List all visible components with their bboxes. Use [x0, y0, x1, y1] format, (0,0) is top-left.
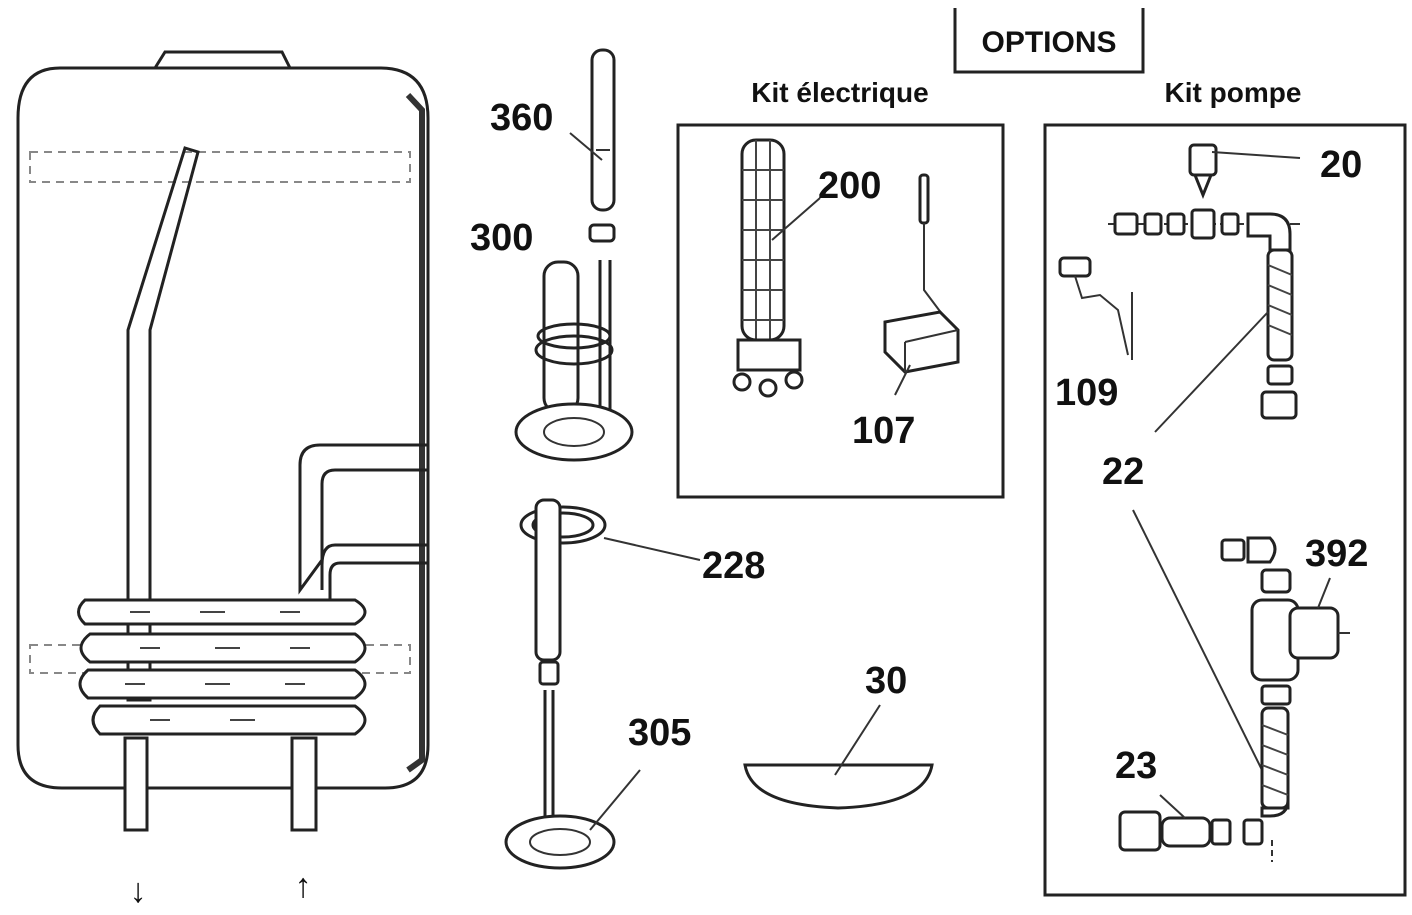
kit-pompe-title: Kit pompe	[1165, 77, 1302, 108]
label-20: 20	[1320, 144, 1362, 186]
options-header	[953, 8, 1145, 74]
part-107-thermostat-box	[883, 173, 960, 396]
label-392: 392	[1305, 533, 1368, 575]
part-305-anode-flange	[504, 498, 641, 870]
part-200-heating-element	[732, 138, 821, 398]
kit-electrique-title: Kit électrique	[751, 77, 928, 108]
leader-22-lower	[1132, 509, 1263, 771]
label-300: 300	[470, 217, 533, 259]
kit-electrique-box	[676, 123, 1005, 499]
part-109-sensor	[1058, 256, 1133, 360]
part-300-flange-assembly	[514, 260, 634, 462]
inlet-arrow: ↑	[295, 867, 312, 905]
label-30: 30	[865, 660, 907, 702]
label-23: 23	[1115, 745, 1157, 787]
label-305: 305	[628, 712, 691, 754]
part-360-thermostat	[569, 48, 616, 243]
label-360: 360	[490, 97, 553, 139]
label-22: 22	[1102, 451, 1144, 493]
label-109: 109	[1055, 372, 1118, 414]
kit-pompe-box	[1043, 123, 1407, 897]
leader-22-upper	[1154, 311, 1269, 433]
part-23-valve	[1118, 794, 1290, 862]
label-228: 228	[702, 545, 765, 587]
part-20-air-vent	[1188, 143, 1301, 200]
pump-kit-piping	[1108, 208, 1300, 420]
water-heater-tank	[16, 50, 430, 832]
label-200: 200	[818, 165, 881, 207]
outlet-arrow: ↓	[130, 872, 147, 910]
part-392-pump	[1220, 536, 1350, 810]
label-107: 107	[852, 410, 915, 452]
options-title: OPTIONS	[981, 26, 1116, 59]
part-228-gasket	[519, 505, 701, 561]
part-30-cover	[743, 704, 934, 810]
